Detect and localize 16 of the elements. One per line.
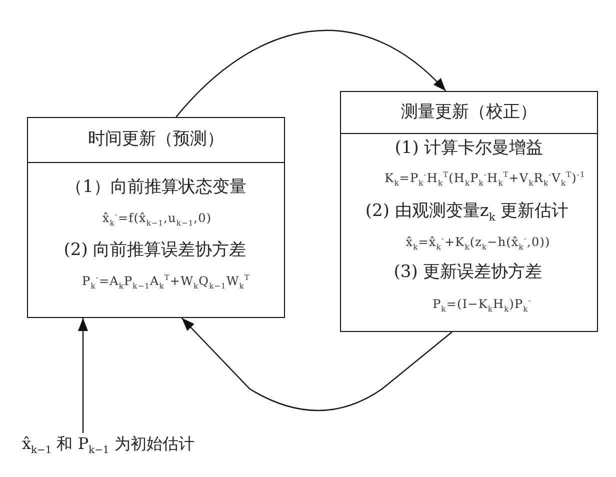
process-box: [340, 91, 598, 332]
step-heading: （1）向前推算状态变量: [66, 177, 246, 197]
step-heading: (2) 由观测变量z$_{k}$ 更新估计: [365, 201, 569, 221]
formula: x̂$_{k}$$^{-}$=f(x̂$_{k−1}$,u$_{k−1}$,0): [102, 210, 212, 226]
step-heading: (1) 计算卡尔曼增益: [394, 138, 544, 158]
curved-arrow: [181, 318, 452, 412]
note-text: x̂$_{k−1}$ 和 P$_{k−1}$ 为初始估计: [22, 433, 194, 455]
curved-arrow: [176, 30, 446, 118]
arrow: [78, 318, 88, 433]
formula: x̂$_{k}$=x̂$_{k}$$^{-}$+K$_{k}$(z$_{k}$−h(x̂$_{k}$$^{-}$,0)): [406, 234, 550, 250]
box-heading: 测量更新（校正）: [341, 92, 597, 134]
step-heading: (3) 更新误差协方差: [394, 262, 542, 282]
formula: K$_{k}$=P$_{k}$$^{-}$H$_{k}$$^{T}$(H$_{k}$P$_{k}$$^{-}$H$_{k}$$^{T}$+V$_{k}$R$_{k}$$^{-}$V$_{k}$$^{T}$)$^{-1}$: [384, 170, 586, 186]
step-heading: (2) 向前推算误差协方差: [64, 240, 246, 260]
box-heading: 时间更新（预测）: [28, 118, 284, 163]
process-box: [27, 117, 285, 318]
